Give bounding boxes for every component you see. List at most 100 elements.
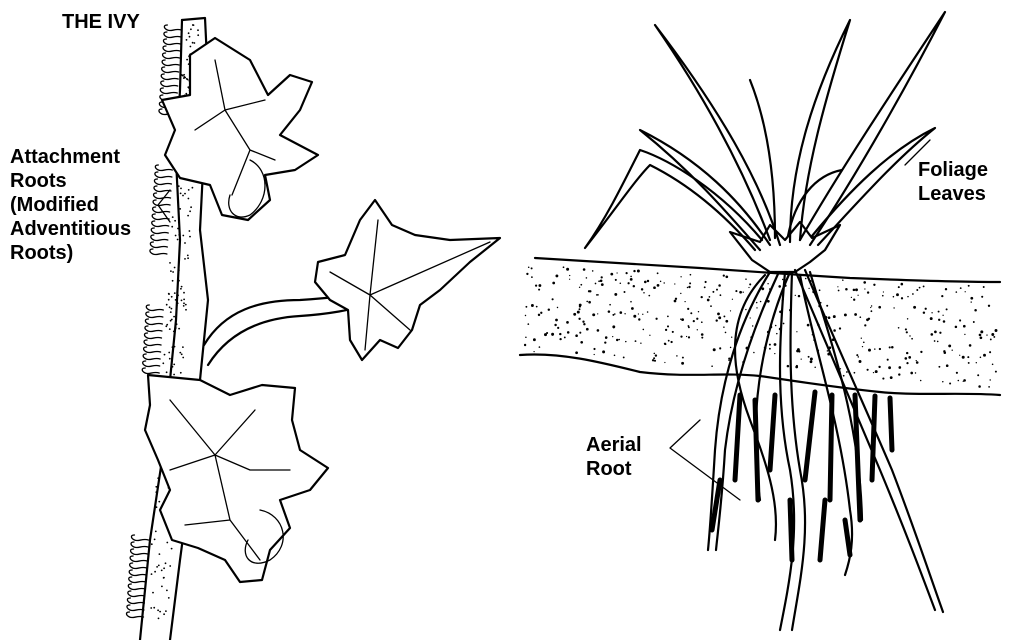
- soil-dot: [890, 376, 893, 379]
- soil-dot: [882, 295, 884, 297]
- soil-dot: [959, 319, 961, 321]
- soil-dot: [964, 334, 965, 335]
- soil-dot: [967, 356, 969, 358]
- soil-dot: [563, 266, 565, 268]
- soil-dot: [642, 314, 643, 315]
- soil-dot: [796, 350, 799, 353]
- soil-dot: [753, 352, 755, 354]
- stipple-dot: [175, 235, 177, 237]
- soil-dot: [601, 283, 604, 286]
- soil-dot: [955, 326, 958, 329]
- soil-dot: [909, 335, 910, 336]
- soil-dot: [739, 291, 742, 294]
- stipple-dot: [159, 553, 161, 555]
- soil-dot: [653, 357, 655, 359]
- soil-dot: [582, 321, 584, 323]
- soil-dot: [681, 318, 684, 321]
- soil-dot: [837, 286, 838, 287]
- soil-dot: [878, 366, 880, 368]
- soil-dot: [552, 282, 555, 285]
- soil-dot: [819, 289, 821, 291]
- rootlet-mark: [127, 598, 144, 604]
- soil-dot: [969, 344, 972, 347]
- soil-dot: [898, 327, 900, 329]
- rootlet-mark: [131, 542, 148, 548]
- soil-dot: [593, 348, 595, 350]
- soil-dot: [732, 299, 733, 300]
- soil-dot: [598, 280, 600, 282]
- soil-dot: [891, 346, 894, 349]
- soil-dot: [896, 293, 899, 296]
- soil-dot: [718, 284, 721, 287]
- soil-dot: [592, 270, 594, 272]
- stipple-dot: [197, 29, 199, 31]
- rootlet-mark: [126, 612, 143, 618]
- soil-dot: [538, 284, 541, 287]
- soil-dot: [575, 334, 578, 337]
- soil-dot: [693, 320, 695, 322]
- soil-dot: [844, 313, 847, 316]
- soil-dot: [843, 375, 845, 377]
- soil-dot: [938, 311, 940, 313]
- soil-dot: [769, 348, 771, 350]
- soil-dot: [858, 356, 860, 358]
- soil-dot: [979, 334, 982, 337]
- soil-dot: [614, 313, 616, 315]
- soil-dot: [906, 362, 908, 364]
- stipple-dot: [154, 571, 156, 573]
- soil-dot: [735, 290, 737, 292]
- stipple-dot: [192, 24, 194, 26]
- soil-dot: [901, 297, 903, 299]
- soil-dot: [687, 308, 689, 310]
- soil-dot: [938, 366, 940, 368]
- stipple-dot: [168, 293, 170, 295]
- attachment-label-line: (Modified: [10, 193, 131, 217]
- soil-dot: [810, 360, 813, 363]
- soil-dot: [968, 285, 970, 287]
- soil-dot: [976, 362, 977, 363]
- stipple-dot: [173, 364, 175, 366]
- soil-dot: [602, 350, 605, 353]
- soil-dot: [854, 372, 856, 374]
- stipple-dot: [180, 372, 182, 374]
- soil-dot: [696, 318, 698, 320]
- soil-dot: [948, 344, 951, 347]
- stipple-dot: [185, 309, 187, 311]
- soil-dot: [688, 326, 690, 328]
- soil-dot: [583, 323, 585, 325]
- soil-dot: [805, 278, 807, 280]
- stipple-dot: [182, 235, 184, 237]
- soil-dot: [990, 338, 992, 340]
- stipple-dot: [192, 42, 194, 44]
- stipple-dot: [161, 570, 163, 572]
- attachment-label-line: Roots): [10, 241, 131, 265]
- soil-dot: [723, 274, 725, 276]
- stipple-dot: [174, 220, 176, 222]
- soil-dot: [647, 280, 649, 282]
- soil-dot: [723, 326, 725, 328]
- stipple-dot: [189, 210, 191, 212]
- soil-dot: [579, 287, 580, 288]
- soil-dot: [963, 325, 966, 328]
- soil-dot: [973, 321, 975, 323]
- soil-dot: [648, 295, 650, 297]
- soil-dot: [851, 297, 852, 298]
- soil-dot: [580, 341, 583, 344]
- soil-dot: [716, 319, 718, 321]
- soil-dot: [965, 291, 966, 292]
- stipple-dot: [176, 305, 178, 307]
- soil-dot: [616, 339, 618, 341]
- grass-plant-illustration: [585, 12, 945, 272]
- soil-dot: [719, 347, 721, 349]
- stipple-dot: [164, 354, 166, 356]
- soil-dot: [573, 313, 576, 316]
- stipple-dot: [178, 269, 180, 271]
- soil-dot: [633, 285, 635, 287]
- stipple-dot: [197, 34, 199, 36]
- aerial-roots-illustration: [708, 270, 943, 630]
- rootlet-mark: [128, 591, 145, 597]
- stipple-dot: [172, 280, 174, 282]
- soil-dot: [970, 297, 973, 300]
- soil-dot: [861, 338, 862, 339]
